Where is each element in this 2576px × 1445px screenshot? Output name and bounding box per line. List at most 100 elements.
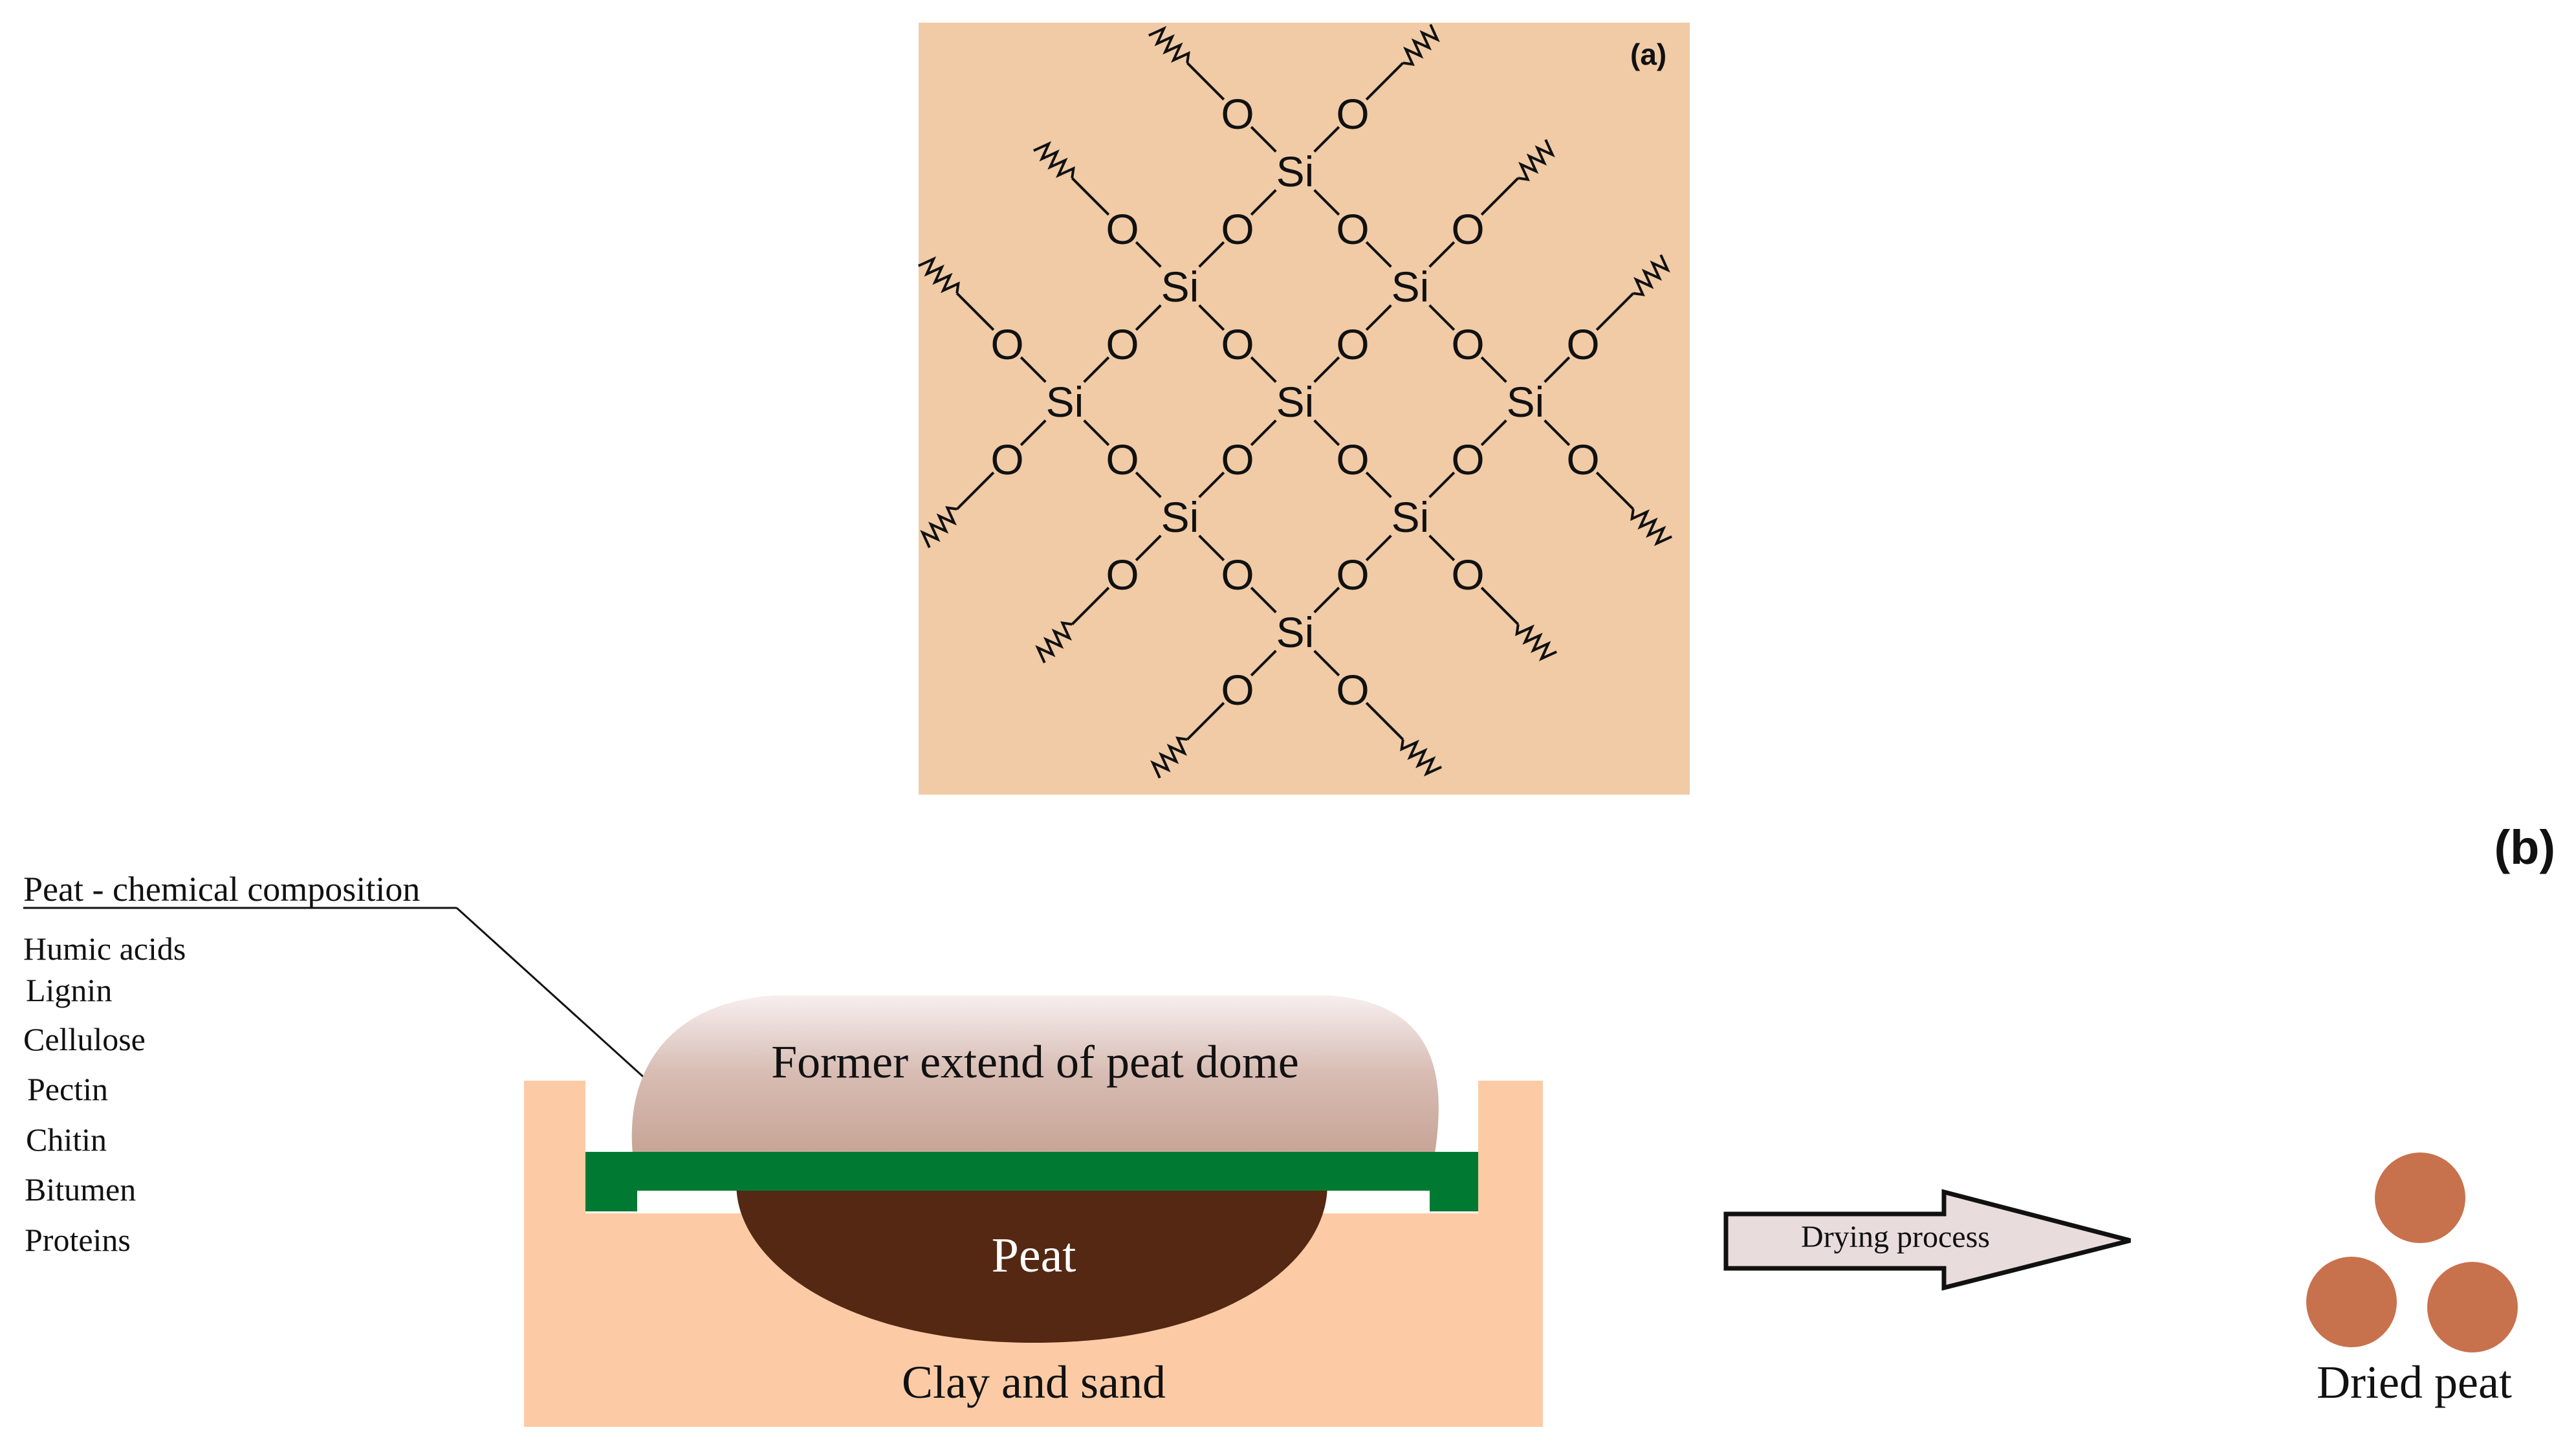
si-atom-label: Si [1276,378,1315,426]
si-o-bond [1365,304,1392,331]
o-terminal-bond [1186,701,1225,741]
composition-title: Peat - chemical composition [23,870,420,909]
si-o-bond [1135,471,1162,498]
si-atom-label: Si [1507,378,1545,426]
wavy-terminal-icon [1633,254,1670,296]
si-o-bond [1313,419,1340,447]
dome-label: Former extend of peat dome [771,1036,1299,1088]
wavy-terminal-icon [1032,141,1075,179]
siloxane-bonds [1020,126,1571,677]
o-atom-label: O [1221,551,1254,599]
si-o-bond [1428,241,1456,268]
o-atom-label: O [1451,551,1484,599]
si-o-bond [1428,535,1456,562]
o-atom-label: O [1336,666,1369,714]
si-o-bond [1250,189,1277,216]
terminal-wavy-bonds [917,23,1673,779]
former-peat-dome [631,995,1439,1165]
o-atom-label: O [1106,436,1139,483]
si-o-bond [1544,356,1571,383]
si-o-bond [1365,241,1392,268]
drying-arrow-label: Drying process [1801,1220,1990,1254]
si-o-bond [1250,419,1277,447]
panel-b-label: (b) [2494,821,2556,874]
o-atom-label: O [1566,320,1599,368]
si-o-bond [1198,304,1225,331]
peat-label: Peat [992,1228,1076,1283]
si-o-bond [1250,126,1277,153]
drying-arrow-icon [1723,1189,2131,1291]
wavy-terminal-icon [1518,138,1555,181]
dried-peat-sphere-left [2306,1257,2397,1347]
si-o-bond [1313,650,1340,677]
o-terminal-bond [1595,471,1635,511]
composition-item-chitin: Chitin [26,1121,107,1158]
si-o-bond [1198,471,1225,498]
o-atom-label: O [1451,205,1484,253]
o-atom-label: O [1221,320,1254,368]
dried-peat-sphere-right [2427,1262,2518,1352]
o-atom-label: O [1451,436,1484,483]
o-atom-label: O [1336,205,1369,253]
si-atom-label: Si [1276,608,1315,656]
o-atom-label: O [1221,90,1254,138]
wavy-terminal-icon [1400,739,1443,777]
si-o-bond [1083,356,1110,383]
si-o-bond [1135,241,1162,268]
wavy-terminal-icon [1630,509,1673,546]
si-o-bond [1480,356,1507,383]
si-o-bond [1480,419,1507,447]
o-atom-label: O [1221,205,1254,253]
wavy-terminal-icon [1148,26,1190,63]
dried-peat-sphere-top [2375,1153,2465,1243]
o-atom-label: O [1221,436,1254,483]
wavy-terminal-icon [920,506,957,549]
si-o-bond [1250,356,1277,383]
o-terminal-bond [1480,586,1520,626]
si-o-bond [1020,356,1047,383]
composition-item-lignin: Lignin [26,972,112,1008]
o-atom-label: O [1336,436,1369,483]
si-o-bond [1198,535,1225,562]
si-o-bond [1544,419,1571,447]
si-o-bond [1135,304,1162,331]
o-atom-label: O [1106,320,1139,368]
o-terminal-bond [1071,586,1110,626]
peat-body [736,1173,1327,1343]
si-o-bond [1250,586,1277,613]
panel-a-label: (a) [1630,38,1666,71]
si-o-bond [1020,419,1047,447]
si-o-bond [1313,189,1340,216]
si-o-bond [1365,535,1392,562]
composition-item-humic-acids: Humic acids [23,931,186,967]
o-terminal-bond [1365,61,1404,101]
si-o-bond [1198,241,1225,268]
si-o-bond [1428,471,1456,498]
panel-b: (b) Peat - chemical composition Humic ac… [23,821,2555,1427]
o-atom-label: O [1106,205,1139,253]
wavy-terminal-icon [917,256,960,294]
composition-item-bitumen: Bitumen [25,1171,136,1208]
o-terminal-bond [955,471,995,511]
o-atom-label: O [1336,320,1369,368]
si-o-bond [1313,126,1340,153]
o-terminal-bond [955,292,995,331]
o-atom-label: O [1336,551,1369,599]
si-atom-label: Si [1392,493,1430,541]
dried-peat-label: Dried peat [2317,1356,2512,1408]
o-atom-label: O [1336,90,1369,138]
vegetation-layer [585,1152,1478,1211]
wavy-terminal-icon [1515,624,1558,661]
wavy-terminal-icon [1035,621,1073,664]
o-atom-label: O [1106,551,1139,599]
o-terminal-bond [1480,177,1520,216]
composition-item-pectin: Pectin [27,1071,108,1107]
wavy-terminal-icon [1403,23,1440,66]
si-o-bond [1365,471,1392,498]
si-o-bond [1250,650,1277,677]
si-atom-label: Si [1161,493,1199,541]
o-terminal-bond [1365,701,1404,741]
si-o-bond [1313,586,1340,613]
